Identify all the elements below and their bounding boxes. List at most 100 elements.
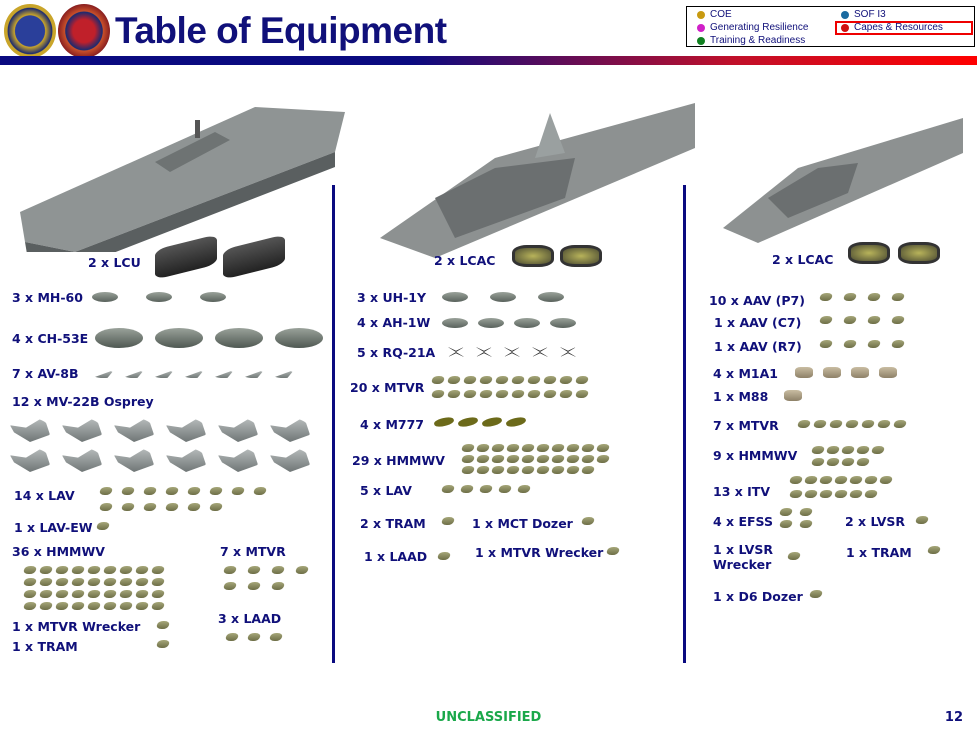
- uav-icon: [558, 346, 578, 358]
- veh-icon: [208, 487, 224, 495]
- veh-icon: [580, 466, 596, 474]
- veh-icon: [475, 455, 491, 463]
- equipment-label: 1 x MCT Dozer: [472, 516, 573, 531]
- aav-icons: [818, 340, 906, 348]
- veh-icon: [550, 444, 566, 452]
- tan-icon: [851, 367, 869, 378]
- veh-icon: [134, 566, 150, 574]
- helicopter-icons: [442, 292, 564, 302]
- veh-icon: [833, 476, 849, 484]
- equipment-label: 1 x MTVR Wrecker: [475, 545, 604, 560]
- veh-icon: [550, 466, 566, 474]
- vehicle-icons: [98, 487, 268, 511]
- veh-icon: [102, 566, 118, 574]
- legend-item-resilience: Generating Resilience: [697, 22, 808, 33]
- veh-icon: [803, 476, 819, 484]
- heli-icon: [538, 292, 564, 302]
- equipment-label: 1 x M88: [713, 389, 769, 404]
- helicopter-icons: [95, 328, 323, 348]
- equipment-label: 7 x MTVR: [713, 418, 779, 433]
- legend-dot: [697, 36, 705, 45]
- osp-icon: [218, 448, 258, 472]
- veh-icon: [494, 376, 510, 384]
- osp-icon: [10, 418, 50, 442]
- veh-icon: [22, 566, 38, 574]
- veh-icon: [565, 466, 581, 474]
- vehicle-icons: [914, 516, 930, 524]
- veh-icon: [565, 444, 581, 452]
- veh-icon: [558, 390, 574, 398]
- veh-icon: [870, 446, 886, 454]
- veh-icon: [505, 444, 521, 452]
- equipment-label: 4 x CH-53E: [12, 331, 89, 346]
- equipment-label: 14 x LAV: [14, 488, 75, 503]
- veh-icon: [150, 590, 166, 598]
- veh-icon: [520, 444, 536, 452]
- bigheli-icon: [215, 328, 263, 348]
- lcac-icon: [512, 245, 554, 267]
- osprey-icons: [10, 418, 310, 472]
- lcu-icon: [223, 234, 285, 280]
- veh-icon: [118, 590, 134, 598]
- gun-icon: [481, 415, 503, 429]
- equipment-label: 1 x TRAM: [846, 545, 912, 560]
- helicopter-icons: [92, 292, 226, 302]
- veh-icon: [796, 420, 812, 428]
- heli-icon: [550, 318, 576, 328]
- veh-icon: [855, 446, 871, 454]
- veh-icon: [38, 578, 54, 586]
- veh-icon: [155, 621, 171, 629]
- veh-icon: [436, 552, 452, 560]
- veh-icon: [252, 487, 268, 495]
- equipment-label: 4 x M777: [360, 417, 424, 432]
- veh-icon: [224, 633, 240, 641]
- veh-icon: [460, 466, 476, 474]
- veh-icon: [778, 520, 794, 528]
- veh-icon: [878, 476, 894, 484]
- tan-icon: [879, 367, 897, 378]
- gun-icon: [505, 415, 527, 429]
- heli-icon: [200, 292, 226, 302]
- veh-icon: [818, 316, 834, 324]
- veh-icon: [825, 458, 841, 466]
- veh-icon: [118, 566, 134, 574]
- equipment-label: 29 x HMMWV: [352, 453, 445, 468]
- veh-icon: [855, 458, 871, 466]
- veh-icon: [580, 517, 596, 525]
- heli-icon: [146, 292, 172, 302]
- veh-icon: [818, 340, 834, 348]
- veh-icon: [842, 316, 858, 324]
- aav-icons: [818, 316, 906, 324]
- veh-icon: [459, 485, 475, 493]
- veh-icon: [430, 390, 446, 398]
- veh-icon: [580, 444, 596, 452]
- veh-icon: [833, 490, 849, 498]
- page-title: Table of Equipment: [115, 10, 447, 51]
- veh-icon: [542, 376, 558, 384]
- lcac-icons: [512, 245, 602, 267]
- heli-icon: [442, 292, 468, 302]
- veh-icon: [574, 390, 590, 398]
- veh-icon: [462, 390, 478, 398]
- uav-icon: [446, 346, 466, 358]
- veh-icon: [22, 590, 38, 598]
- veh-icon: [892, 420, 908, 428]
- vehicle-icons: [808, 590, 824, 598]
- veh-icon: [825, 446, 841, 454]
- equipment-label: 1 x D6 Dozer: [713, 589, 803, 604]
- equipment-label: 1 x TRAM: [12, 639, 78, 654]
- gun-icon: [433, 415, 455, 429]
- page-number: 12: [944, 710, 963, 725]
- veh-icon: [863, 490, 879, 498]
- legend-highlight: [835, 21, 973, 35]
- equipment-label: 1 x AAV (C7): [714, 315, 802, 330]
- equipment-label: 12 x MV-22B Osprey: [12, 394, 154, 409]
- veh-icon: [86, 602, 102, 610]
- jet-icon: [182, 370, 204, 378]
- veh-icon: [490, 466, 506, 474]
- veh-icon: [118, 602, 134, 610]
- veh-icon: [542, 390, 558, 398]
- lcu-icons: [155, 234, 285, 280]
- uav-icon: [530, 346, 550, 358]
- legend-dot: [841, 23, 849, 32]
